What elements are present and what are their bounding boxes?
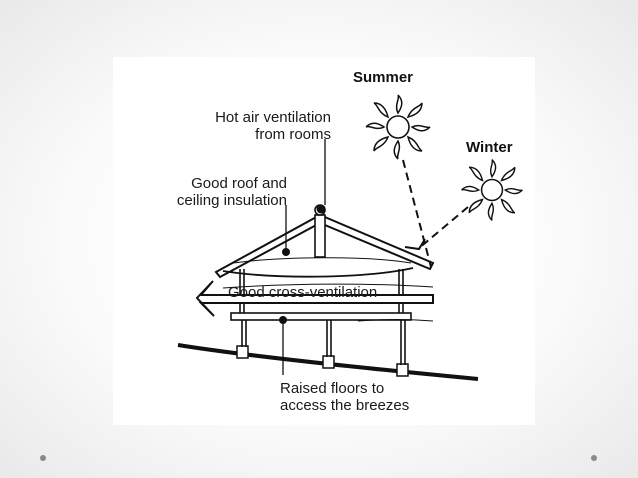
airflow-line <box>357 319 434 322</box>
raised-floor <box>230 312 412 321</box>
ventilation-diagram: Summer Winter Hot air ventilation from r… <box>177 69 523 414</box>
cross-ventilation-label: Good cross-ventilation <box>228 284 377 301</box>
floor-pier <box>322 355 335 369</box>
hot-air-label-line2: from rooms <box>255 126 331 143</box>
airflow-line <box>222 283 434 289</box>
marker-dot <box>279 316 287 324</box>
roof-label-line2: ceiling insulation <box>177 192 287 209</box>
roof-vent <box>314 214 326 258</box>
hot-air-label-line1: Hot air ventilation <box>215 109 331 126</box>
floor-pier <box>396 363 409 377</box>
roof-label-line1: Good roof and <box>191 175 287 192</box>
winter-label: Winter <box>466 139 513 156</box>
slide-corner-dot-left <box>40 455 46 461</box>
floor-pier <box>236 345 249 359</box>
sun-icon <box>461 159 523 221</box>
sun-icon <box>365 94 431 160</box>
sloped-ground <box>177 343 479 381</box>
floors-label-line2: access the breezes <box>280 397 409 414</box>
summer-label: Summer <box>353 69 413 86</box>
diagram-panel: Summer Winter Hot air ventilation from r… <box>113 57 535 425</box>
eave-shade <box>404 238 426 251</box>
summer-sun-ray <box>402 159 432 268</box>
marker-dot <box>282 248 290 256</box>
marker-dot <box>316 204 326 214</box>
ceiling <box>222 267 414 278</box>
winter-sun-ray <box>417 206 469 250</box>
slide-corner-dot-right <box>591 455 597 461</box>
cross-ventilation-arrow <box>195 280 434 317</box>
ceiling-insulation <box>232 257 412 264</box>
floors-label-line1: Raised floors to <box>280 380 384 397</box>
